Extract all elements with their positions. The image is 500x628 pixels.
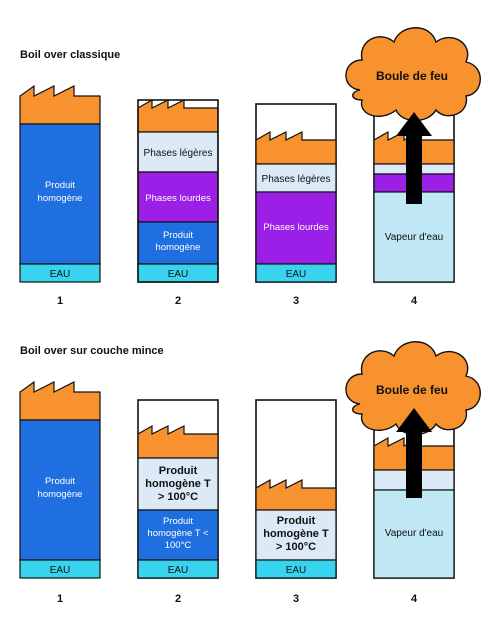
svg-text:> 100°C: > 100°C [276, 541, 316, 553]
bottom-c2-flame [137, 424, 219, 459]
top-c3-flame [255, 130, 337, 165]
bottom-column-1: Produit homogène EAU [19, 380, 101, 579]
top-c2-flame [137, 98, 219, 133]
bottom-column-2: Produit homogène T > 100°C Produit homog… [137, 399, 219, 579]
top-c4-fireball-label: Boule de feu [376, 69, 448, 83]
top-column-1: Produit homogène EAU [19, 84, 101, 283]
bottom-c2-hot-product [137, 457, 219, 511]
top-column-4: Vapeur d'eau Boule de feu [345, 27, 481, 283]
bottom-c2-hot-l3: > 100°C [158, 491, 198, 503]
bottom-column-4: Vapeur d'eau Boule de feu [345, 341, 481, 579]
top-c4-vapour-label: Vapeur d'eau [385, 232, 443, 243]
bottom-c3-hot-product [255, 509, 337, 561]
bottom-section-title: Boil over sur couche mince [20, 345, 164, 357]
bottom-c4-vapour [373, 489, 455, 579]
top-c3-heavy-label: Phases lourdes [263, 222, 329, 233]
bottom-number-3: 3 [293, 593, 299, 605]
svg-text:homogène T: homogène T [263, 528, 329, 540]
top-column-2: Phases légères Phases lourdes Produit ho… [137, 98, 219, 283]
top-c1-eau-label: EAU [50, 269, 71, 280]
bottom-c2-water [137, 559, 219, 579]
bottom-c2-cold-product [137, 509, 219, 561]
bottom-c1-water [19, 559, 101, 579]
top-c2-prod-l1: Produit [163, 230, 193, 241]
top-c1-label-l1: Produit [45, 180, 75, 191]
top-number-1: 1 [57, 295, 63, 307]
bottom-c2-hot-l1: Produit [159, 465, 198, 477]
svg-text:homogène: homogène [38, 193, 83, 204]
top-c2-heavy-phase [137, 171, 219, 223]
bottom-column-3: Produit homogène T > 100°C EAU [255, 399, 337, 579]
bottom-c3-hot-l3: > 100°C [276, 541, 316, 553]
top-section-title: Boil over classique [20, 49, 120, 61]
top-column-3: Phases légères Phases lourdes EAU [255, 103, 337, 283]
svg-text:100°C: 100°C [165, 540, 192, 551]
top-number-3: 3 [293, 295, 299, 307]
top-c4-vapour [373, 191, 455, 283]
top-c3-water [255, 263, 337, 283]
bottom-c2-cold-l3: 100°C [165, 540, 192, 551]
bottom-c3-water [255, 559, 337, 579]
bottom-c4-fireball [345, 341, 481, 436]
bottom-c1-label-l1: Produit [45, 476, 75, 487]
top-c4-arrow [396, 112, 432, 204]
bottom-c1-eau-label: EAU [50, 565, 71, 576]
top-c1-product [19, 123, 101, 265]
bottom-number-2: 2 [175, 593, 181, 605]
svg-text:homogène T <: homogène T < [147, 528, 209, 539]
svg-text:homogène: homogène [38, 489, 83, 500]
bottom-c3-flame [255, 478, 337, 511]
bottom-c2-hot-l2: homogène T [145, 478, 211, 490]
bottom-c1-product [19, 419, 101, 561]
bottom-c1-label-l2: homogène [38, 489, 83, 500]
top-c3-heavy-phase [255, 191, 337, 265]
bottom-number-4: 4 [411, 593, 418, 605]
bottom-c3-eau-label: EAU [286, 565, 307, 576]
bottom-c4-arrow [396, 408, 432, 498]
top-c3-light-label: Phases légères [262, 174, 331, 185]
top-number-4: 4 [411, 295, 418, 307]
svg-text:Produit: Produit [163, 516, 193, 527]
svg-text:Produit: Produit [277, 515, 316, 527]
top-c1-flame [19, 84, 101, 125]
svg-text:homogène: homogène [156, 242, 201, 253]
bottom-c2-cold-l2: homogène T < [147, 528, 209, 539]
top-c3-light-phase [255, 163, 337, 193]
top-c4-fireball [345, 27, 481, 122]
top-c2-light-phase [137, 131, 219, 173]
top-c2-heavy-label: Phases lourdes [145, 193, 211, 204]
top-c1-water [19, 263, 101, 283]
svg-text:Produit: Produit [45, 476, 75, 487]
top-c2-light-label: Phases légères [144, 148, 213, 159]
svg-text:Produit: Produit [159, 465, 198, 477]
top-c3-eau-label: EAU [286, 269, 307, 280]
svg-text:Produit: Produit [45, 180, 75, 191]
svg-text:> 100°C: > 100°C [158, 491, 198, 503]
top-number-2: 2 [175, 295, 181, 307]
top-c2-eau-label: EAU [168, 269, 189, 280]
svg-text:homogène T: homogène T [145, 478, 211, 490]
bottom-c1-flame [19, 380, 101, 421]
bottom-c3-hot-l2: homogène T [263, 528, 329, 540]
bottom-c4-vapour-label: Vapeur d'eau [385, 528, 443, 539]
svg-text:Produit: Produit [163, 230, 193, 241]
bottom-c3-hot-l1: Produit [277, 515, 316, 527]
bottom-c2-eau-label: EAU [168, 565, 189, 576]
top-c2-prod-l2: homogène [156, 242, 201, 253]
bottom-c2-cold-l1: Produit [163, 516, 193, 527]
top-c1-label-l2: homogène [38, 193, 83, 204]
bottom-c4-fireball-label: Boule de feu [376, 383, 448, 397]
bottom-number-1: 1 [57, 593, 63, 605]
